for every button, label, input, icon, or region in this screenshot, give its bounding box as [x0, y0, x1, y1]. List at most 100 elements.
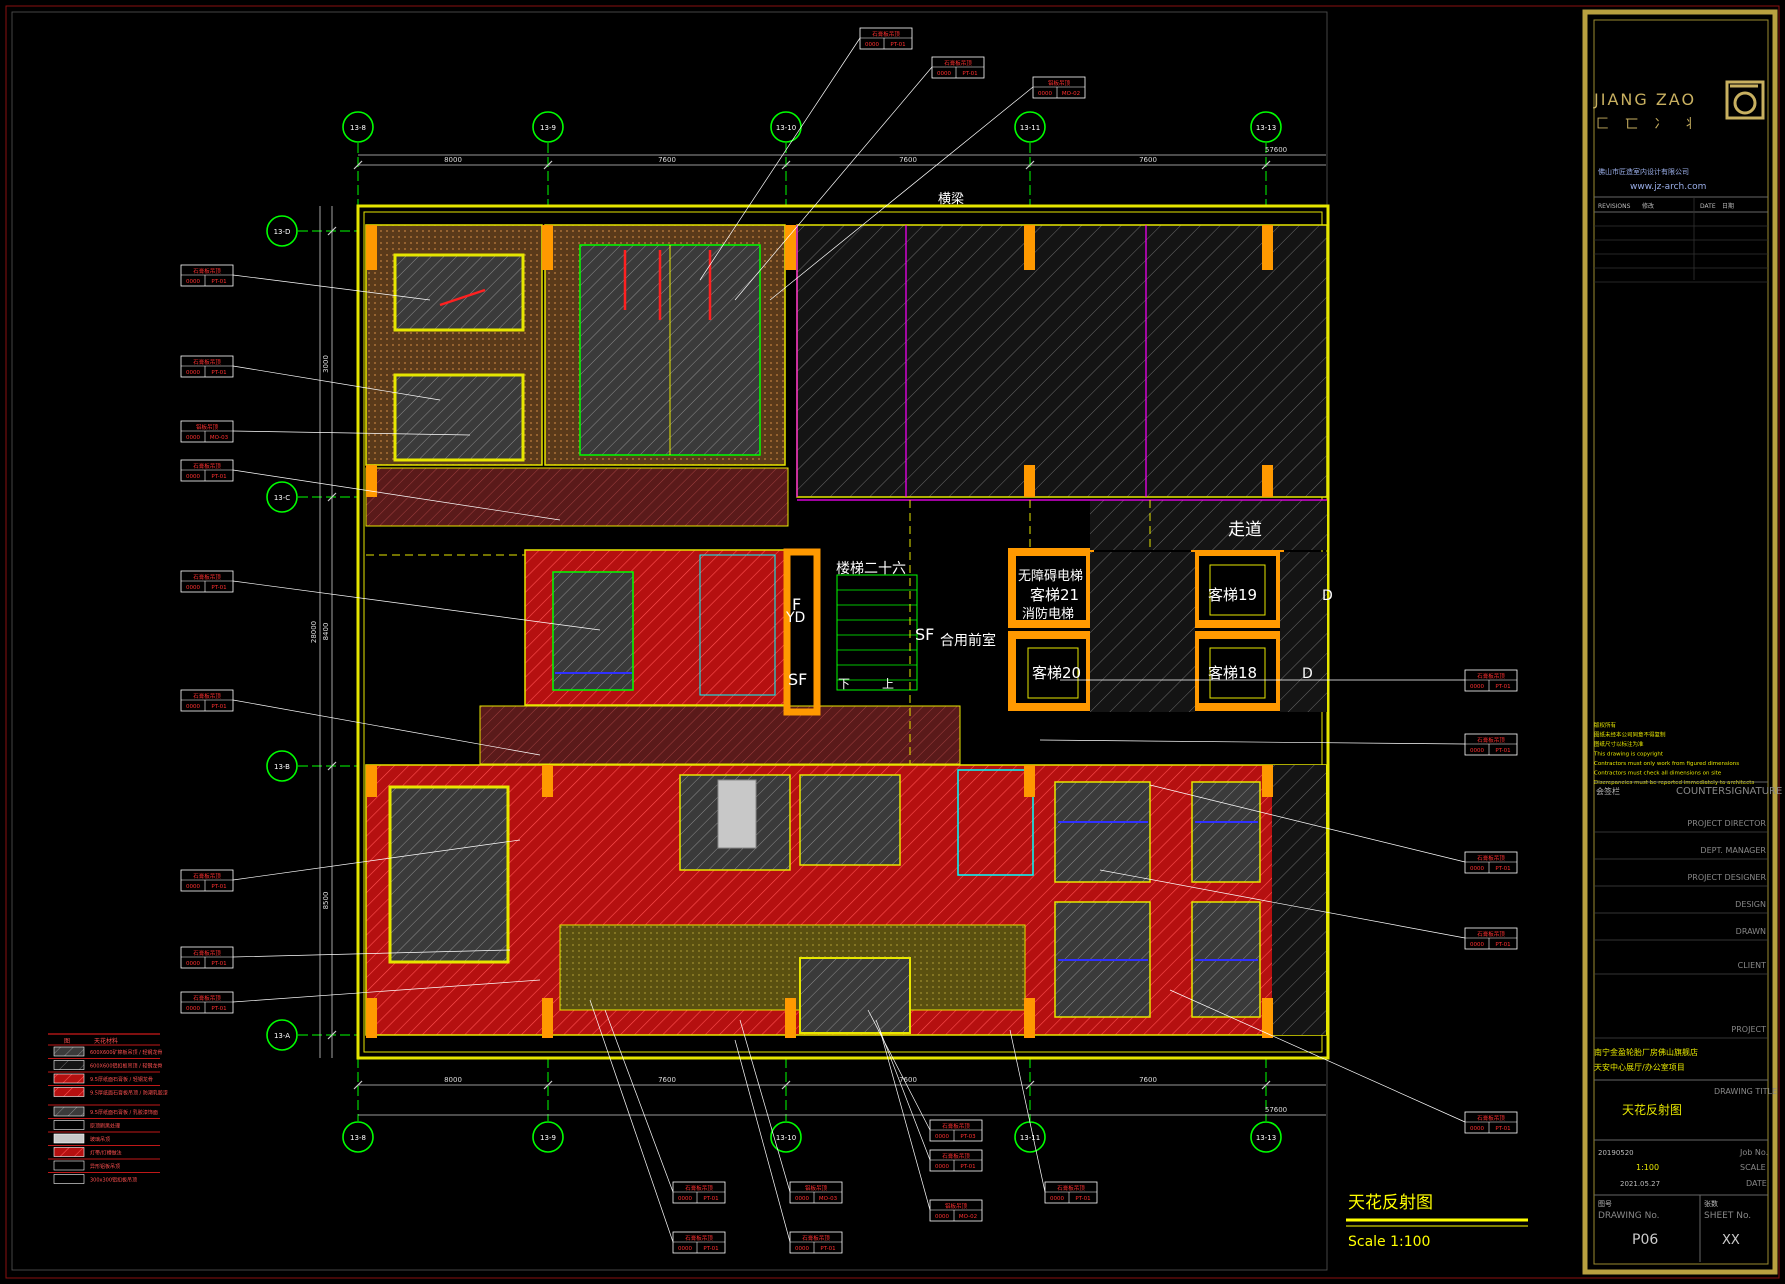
tag-title: 铝板吊顶: [196, 423, 219, 431]
dimension-text: 8000: [444, 1076, 462, 1084]
tag-code: 0000: [1470, 684, 1484, 690]
legend-label: 9.5厚纸面石膏板吊顶 / 防潮乳胶漆: [90, 1090, 168, 1097]
legend-label: 600X600矿棉板吊顶 / 轻钢龙骨: [90, 1049, 162, 1056]
grid-bubble-label: 13-9: [540, 1134, 556, 1142]
leader-line: [232, 580, 601, 631]
tag-code: 0000: [937, 71, 951, 77]
tag-title: 石膏板吊顶: [802, 1234, 830, 1242]
legend-swatch: [53, 1160, 85, 1171]
leader-line: [734, 66, 933, 301]
leader-line: [232, 274, 431, 301]
dimension-text: 7600: [899, 156, 917, 164]
scale-value: 1:100: [1636, 1163, 1659, 1172]
grid-bubble-label: 13-A: [274, 1032, 290, 1040]
rev-header-4: 日期: [1722, 202, 1734, 210]
title-note: 图纸未经本公司同意不得复制: [1594, 731, 1666, 739]
drawing-no-value: P06: [1632, 1232, 1658, 1248]
tag-ref: MO-02: [959, 1214, 977, 1220]
job-value: 20190520: [1598, 1149, 1634, 1157]
tag-ref: PT-01: [820, 1246, 835, 1252]
dimension-text: 7600: [1139, 156, 1157, 164]
tag-ref: PT-01: [1495, 866, 1510, 872]
drawing-caption: 天花反射图 Scale 1:100: [1346, 1193, 1528, 1250]
floor-plan: [356, 204, 1330, 1060]
stair-down-label: 下: [838, 677, 850, 691]
sheet-no-cn: 张数: [1704, 1199, 1718, 1208]
tag-ref: PT-01: [1495, 748, 1510, 754]
tag-ref: PT-01: [211, 961, 226, 967]
legend-swatch: [53, 1106, 85, 1117]
tag-ref: PT-01: [211, 474, 226, 480]
legend-header-symbol: 图: [64, 1038, 70, 1045]
tag-code: 0000: [186, 884, 200, 890]
tag-title: 石膏板吊顶: [193, 994, 221, 1002]
legend-label: 原顶刷黑处理: [90, 1123, 120, 1130]
tag-title: 石膏板吊顶: [193, 692, 221, 700]
legend-swatch: [53, 1133, 85, 1144]
sf-label-2: SF: [915, 625, 934, 644]
dimension-text: 8500: [322, 892, 330, 910]
legend-label: 灯带/灯槽做法: [90, 1150, 122, 1157]
leader-line: [604, 1009, 674, 1193]
tag-title: 石膏板吊顶: [1477, 1114, 1505, 1122]
material-tag: 石膏板吊顶 0000 PT-01: [180, 991, 234, 1014]
tag-title: 石膏板吊顶: [685, 1184, 713, 1192]
leader-line: [1169, 989, 1466, 1123]
job-label: Job No.: [1739, 1148, 1768, 1157]
tag-ref: PT-01: [703, 1246, 718, 1252]
grid-bubbles: 13-813-813-913-913-1013-1013-1113-1113-1…: [266, 111, 1282, 1153]
legend-label: 异形铝板吊顶: [90, 1163, 120, 1170]
grid-bubble: [342, 111, 374, 143]
tag-title: 石膏板吊顶: [1477, 736, 1505, 744]
project-line-2: 天安中心展厅/办公室项目: [1594, 1062, 1685, 1072]
title-role: PROJECT: [1731, 1025, 1766, 1034]
tag-ref: PT-01: [1075, 1196, 1090, 1202]
rev-header-2: 修改: [1642, 202, 1654, 210]
leader-line: [232, 365, 441, 401]
title-role: CLIENT: [1738, 961, 1766, 970]
tag-ref: PT-01: [1495, 942, 1510, 948]
tag-ref: PT-01: [211, 1006, 226, 1012]
tag-ref: PT-01: [211, 704, 226, 710]
lift-accessible-label: 无障碍电梯: [1018, 569, 1083, 584]
title-role: DEPT. MANAGER: [1700, 846, 1766, 855]
room-labels: 横梁 走道 楼梯二十六 下 上 合用前室 无障碍电梯 客梯21 消防电梯 客梯1…: [785, 192, 1333, 691]
leader-line: [875, 1019, 931, 1161]
leader-line: [879, 1029, 931, 1211]
tag-ref: PT-01: [211, 279, 226, 285]
caption-scale: Scale 1:100: [1348, 1234, 1430, 1250]
title-note: 图纸尺寸以标注为准: [1594, 740, 1644, 748]
company-logo: JIANG ZAO: [1593, 90, 1696, 109]
title-note: Contractors must only work from figured …: [1594, 761, 1739, 767]
tag-ref: PT-01: [1495, 684, 1510, 690]
tag-code: 0000: [186, 1006, 200, 1012]
date-value: 2021.05.27: [1620, 1180, 1660, 1188]
grid-bubble: [532, 111, 564, 143]
leader-line: [769, 86, 1034, 301]
tag-title: 石膏板吊顶: [1477, 672, 1505, 680]
grid-bubble-label: 13-11: [1020, 1134, 1040, 1142]
lift-19-label: 客梯19: [1208, 586, 1257, 604]
tag-title: 石膏板吊顶: [872, 30, 900, 38]
company-website: www.jz-arch.com: [1630, 182, 1706, 192]
tag-code: 0000: [186, 435, 200, 441]
tag-title: 石膏板吊顶: [1057, 1184, 1085, 1192]
company-logo-sub: 匚 匸 冫 丬: [1596, 117, 1702, 132]
title-role: PROJECT DESIGNER: [1687, 873, 1766, 882]
tag-title: 石膏板吊顶: [942, 1122, 970, 1130]
grid-bubble: [1250, 1121, 1282, 1153]
grid-bubble-label: 13-B: [274, 763, 290, 771]
grid-bubble-label: 13-C: [274, 494, 290, 502]
logo-mark-icon: [1725, 80, 1765, 120]
